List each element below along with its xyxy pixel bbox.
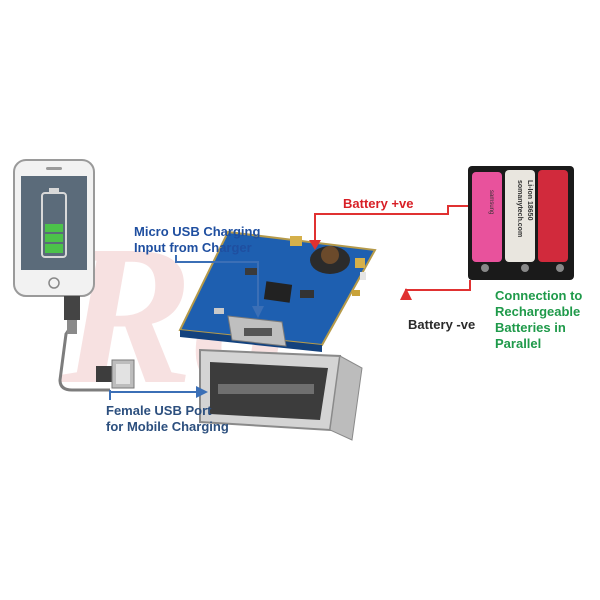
battery-cell-pink: samsung [472,172,502,262]
smartphone-icon [13,159,95,297]
battery-holder: samsung somanytech.com Li-Ion 18650 [468,166,574,280]
usb-plug-icon [96,359,135,389]
battery-negative-label: Battery -ve [408,317,476,332]
female-usb-label: Female USB Port for Mobile Charging [106,403,229,435]
female-usb-label-line-2: for Mobile Charging [106,419,229,434]
connection-label-line-1: Connection to [495,288,583,303]
female-usb-label-line-1: Female USB Port [106,403,212,418]
micro-usb-socket [227,315,287,347]
svg-text:somanytech.com: somanytech.com [516,180,523,237]
connection-label-line-4: Parallel [495,336,542,351]
charger-module-pcb [178,230,377,352]
micro-usb-pointer [175,255,264,318]
inductor [310,246,350,274]
battery-cell-white: somanytech.com Li-Ion 18650 [505,170,535,262]
connection-label-line-2: Rechargeable [495,304,581,319]
connection-label-line-3: Batteries in [495,320,566,335]
female-usb-port [199,348,363,441]
battery-positive-label: Battery +ve [343,196,414,211]
usb-cable [58,296,110,392]
connection-label: Connection to Rechargeable Batteries in … [495,288,582,352]
battery-negative-wire [400,280,471,300]
battery-icon [41,188,67,258]
female-usb-pointer [109,386,208,400]
micro-usb-label-line-2: Input from Charger [134,240,252,255]
battery-positive-wire [309,205,468,250]
micro-usb-label-line-1: Micro USB Charging [134,224,261,239]
battery-cell-red [538,170,568,262]
micro-usb-label: Micro USB Charging Input from Charger [134,224,260,256]
svg-text:samsung: samsung [488,190,494,214]
svg-text:Li-Ion 18650: Li-Ion 18650 [526,180,533,221]
